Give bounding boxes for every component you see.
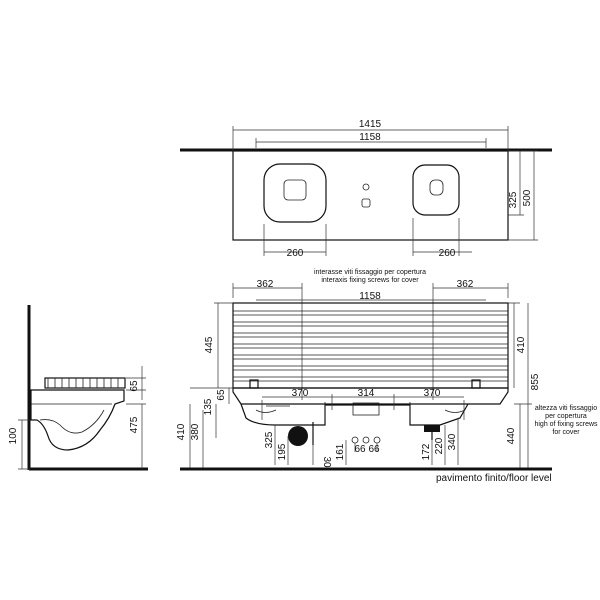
unit-center-box — [352, 402, 380, 416]
dim-1158-top-line — [255, 138, 487, 148]
dim-325-front-label: 325 — [264, 431, 275, 448]
dim-172-label: 172 — [421, 443, 432, 460]
dim-440-label: 440 — [506, 427, 517, 444]
right-drain-fitting-icon — [424, 425, 440, 432]
dim-340-label: 340 — [447, 433, 458, 450]
dim-475-label: 475 — [129, 416, 140, 433]
dim-362-right-line — [432, 283, 509, 400]
dim-100-label: 100 — [8, 427, 19, 444]
dim-855-label: 855 — [530, 373, 541, 390]
dim-380-label: 380 — [190, 423, 201, 440]
dim-66a-label: 66 — [354, 444, 366, 455]
dim-1415-label: 1415 — [359, 119, 382, 130]
dim-362-right-label: 362 — [457, 279, 474, 290]
dim-475-line — [126, 403, 146, 469]
dim-220-label: 220 — [434, 437, 445, 454]
dim-30-label: 30 — [321, 456, 332, 468]
dim-66b-label: 66 — [368, 444, 380, 455]
dim-260-left-label: 260 — [287, 248, 304, 259]
dim-65-side-line — [126, 366, 146, 400]
dim-410-left-label: 410 — [176, 423, 187, 440]
center-valve-icon — [362, 183, 370, 191]
unit-internal-lines — [266, 402, 411, 420]
supply-valve-3-icon — [373, 436, 381, 444]
dim-855-440-lines — [514, 303, 532, 468]
dim-370-left-label: 370 — [292, 388, 309, 399]
dim-lower-lines — [274, 418, 459, 465]
fixing-note-it: interasse viti fissaggio per copertura — [314, 269, 426, 276]
dim-135-label: 135 — [203, 398, 214, 415]
side-cover-slats — [47, 378, 119, 388]
dim-1158-front-label: 1158 — [359, 291, 381, 302]
supply-valve-2-icon — [362, 436, 370, 444]
dim-left-vertical-lines — [186, 387, 240, 469]
dim-325-label: 325 — [508, 191, 519, 208]
unit-side-details — [255, 409, 466, 413]
left-basin-drain — [283, 179, 307, 201]
dim-260-left-line — [263, 224, 327, 256]
dim-370-right-label: 370 — [424, 388, 441, 399]
screw-note-line-4: for cover — [552, 429, 580, 436]
dim-195-label: 195 — [277, 443, 288, 460]
screw-note-line-1: altezza viti fissaggio — [535, 405, 597, 412]
dim-depth-lines — [508, 150, 538, 241]
top-view: 1415 1158 325 500 260 260 — [180, 119, 552, 259]
front-view: interasse viti fissaggio per copertura i… — [176, 269, 598, 484]
cover-outline — [232, 302, 509, 389]
dim-362-left-line — [232, 283, 303, 400]
right-basin-drain — [429, 179, 444, 196]
dim-65-front-label: 65 — [216, 389, 227, 401]
side-cover — [44, 377, 126, 389]
dim-100-line — [18, 419, 30, 470]
dim-314-label: 314 — [358, 388, 375, 399]
center-flush-icon — [361, 198, 371, 208]
screw-note-line-2: per copertura — [545, 413, 587, 420]
dim-1158-top-label: 1158 — [359, 132, 381, 143]
left-drain-pipe-icon — [288, 426, 308, 446]
right-basin — [412, 164, 460, 216]
cover-slats — [233, 310, 508, 382]
dim-161-label: 161 — [335, 443, 346, 460]
left-basin — [263, 163, 327, 223]
side-unit-profile — [30, 389, 125, 451]
dim-410-right-label: 410 — [516, 336, 527, 353]
dim-260-right-line — [412, 218, 472, 256]
dim-260-right-label: 260 — [439, 248, 456, 259]
top-view-body — [232, 150, 509, 241]
fixing-note-en: interaxis fixing screws for cover — [321, 277, 419, 284]
dim-445-line — [214, 302, 233, 388]
dim-1415-line — [232, 126, 509, 151]
dim-362-left-label: 362 — [257, 279, 274, 290]
dim-500-label: 500 — [522, 189, 533, 206]
dim-445-label: 445 — [204, 336, 215, 353]
supply-valve-1-icon — [351, 436, 359, 444]
floor-label: pavimento finito/floor level — [436, 473, 552, 484]
dim-65-side-label: 65 — [129, 380, 140, 392]
unit-top-rim — [232, 387, 509, 405]
side-unit-inner — [39, 409, 105, 434]
slatted-cover — [232, 302, 509, 389]
dim-410-right-line — [508, 302, 520, 388]
screw-note-line-3: high of fixing screws — [534, 421, 598, 428]
unit-lower-profile — [240, 403, 469, 426]
side-view: 65 475 100 — [8, 305, 148, 471]
dim-center-lines — [261, 394, 465, 420]
unit-body — [232, 387, 509, 426]
